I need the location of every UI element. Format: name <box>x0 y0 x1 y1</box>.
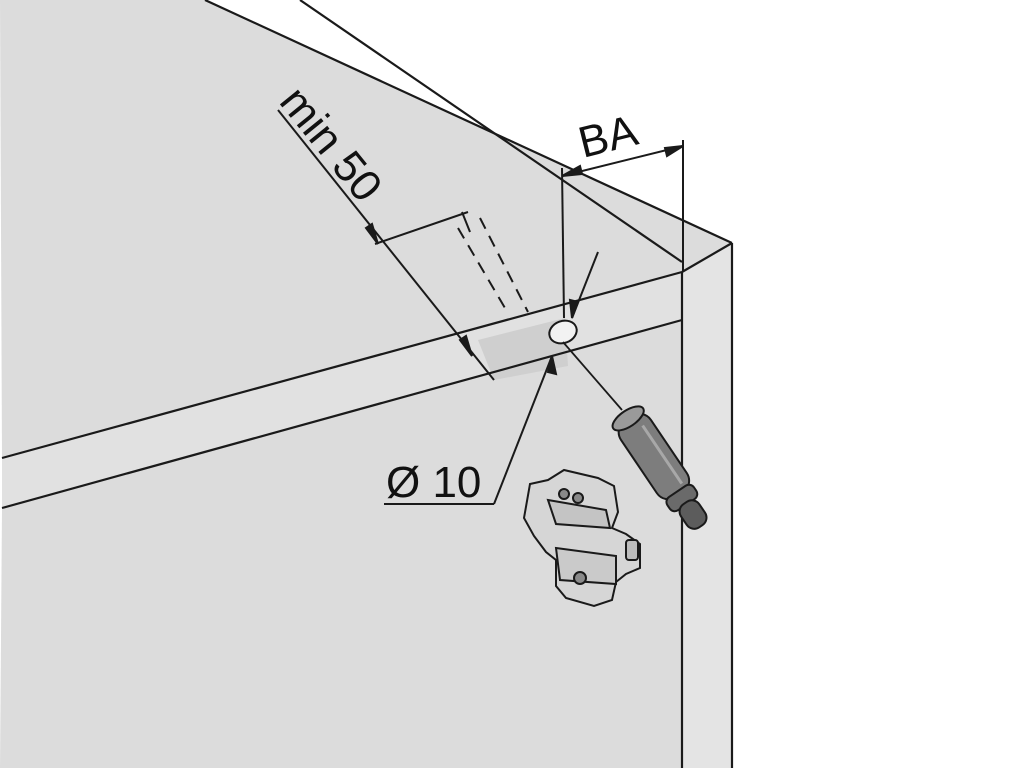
damper-highlight <box>641 424 684 485</box>
hinge-mounting-plate-icon <box>522 468 641 608</box>
diameter-arrow <box>546 355 558 376</box>
drill-guide-dash-a <box>457 227 506 309</box>
diameter-leader-line <box>493 355 553 505</box>
hinge-screw-hole-b <box>572 492 584 504</box>
ba-arrow-left <box>561 164 584 177</box>
backset-dimension <box>561 140 684 319</box>
hinge-screw-hole-a <box>558 488 570 500</box>
min-tick <box>461 211 471 233</box>
min-arrow-top <box>364 222 379 245</box>
ba-extension-left <box>561 167 565 319</box>
corner-edge-line <box>681 242 733 273</box>
min-extension-line <box>374 211 469 245</box>
front-top-edge-line <box>1 270 683 460</box>
front-bottom-edge-line <box>1 318 683 510</box>
hole-diameter-label: Ø 10 <box>386 458 481 507</box>
drill-guide-dash-b <box>479 217 529 313</box>
cabinet-side-face <box>0 320 682 768</box>
min-distance-dimension <box>277 109 529 381</box>
hole-diameter-dimension <box>384 355 558 505</box>
top-back-edge-line <box>204 0 733 244</box>
drill-hole <box>548 319 578 345</box>
top-inner-edge-line <box>299 0 683 263</box>
min-dimension-line <box>277 109 495 381</box>
hinge-plate-ridge <box>546 498 612 530</box>
top-panel-front-edge <box>2 272 682 508</box>
soft-close-damper-icon <box>611 405 708 530</box>
min-arrow-bottom <box>458 334 473 357</box>
ba-arrow-right <box>663 145 684 158</box>
hinge-clip-tab <box>625 539 639 561</box>
drilling-zone <box>478 318 568 380</box>
side-wall-edge <box>682 243 732 768</box>
ba-leader-arrow <box>568 298 580 319</box>
damper-piston <box>678 499 708 530</box>
hinge-screw-hole-c <box>573 571 587 585</box>
drill-axis-line <box>562 341 623 411</box>
damper-end-cap <box>611 405 645 432</box>
hinge-plate-lower <box>554 546 617 586</box>
drill-hole-icon <box>548 319 623 411</box>
